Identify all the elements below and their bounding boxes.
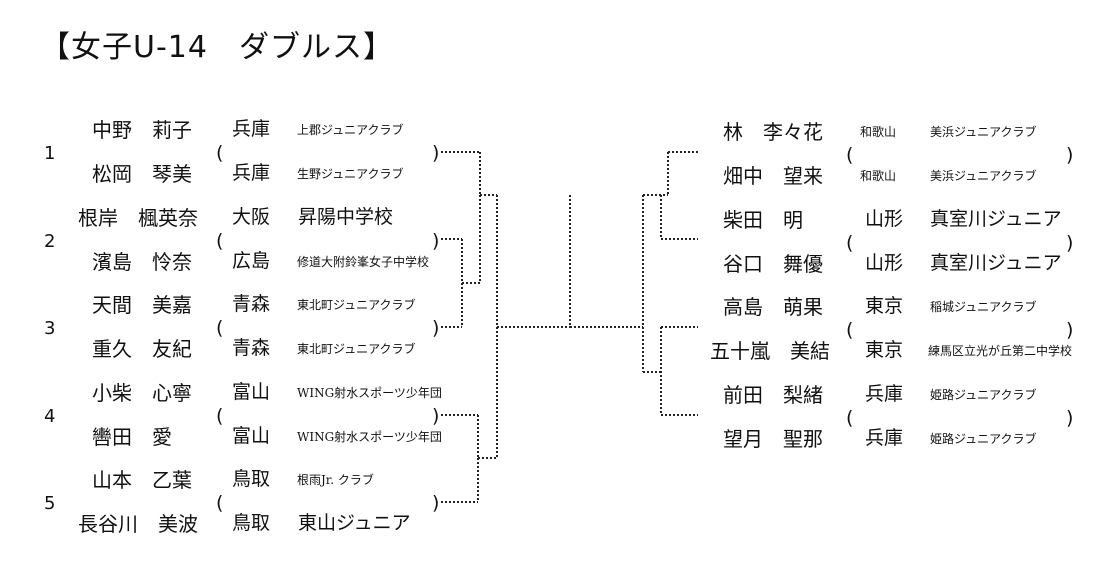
paren-open: (	[846, 406, 854, 429]
paren-open: (	[216, 229, 224, 252]
paren-close: )	[432, 404, 440, 427]
player-name: 五十嵐 美結	[710, 339, 830, 363]
player-prefecture: 東京	[865, 339, 904, 361]
player-name: 中野 莉子	[92, 118, 192, 142]
seed-number: 3	[44, 318, 56, 339]
player-prefecture: 富山	[232, 424, 271, 447]
player-prefecture: 鳥取	[232, 512, 271, 534]
player-prefecture: 兵庫	[865, 382, 904, 405]
player-club: 姫路ジュニアクラブ	[930, 387, 1037, 402]
player-name: 小柴 心寧	[92, 380, 192, 405]
player-club: 昇陽中学校	[298, 205, 394, 228]
paren-open: (	[846, 231, 854, 254]
player-club: 東北町ジュニアクラブ	[297, 298, 416, 312]
player-name: 轡田 愛	[92, 424, 172, 449]
player-club: WING射水スポーツ少年団	[297, 429, 442, 444]
player-name: 望月 聖那	[723, 426, 823, 451]
paren-open: (	[216, 142, 224, 164]
player-club: 美浜ジュニアクラブ	[930, 125, 1037, 139]
player-club: WING射水スポーツ少年団	[297, 385, 442, 400]
page-title: 【女子U-14 ダブルス】	[40, 30, 394, 65]
player-name: 柴田 明	[723, 207, 803, 232]
player-prefecture: 広島	[232, 249, 271, 272]
player-name: 根岸 楓英奈	[78, 205, 198, 230]
player-name: 重久 友紀	[92, 337, 192, 361]
paren-open: (	[216, 404, 224, 427]
player-club: 東北町ジュニアクラブ	[297, 342, 416, 356]
paren-close: )	[432, 229, 440, 252]
player-name: 畑中 望来	[723, 164, 823, 188]
player-name: 松岡 琴美	[92, 162, 192, 186]
player-prefecture: 和歌山	[860, 125, 897, 139]
player-prefecture: 大阪	[232, 205, 271, 228]
player-club: 生野ジュニアクラブ	[297, 167, 404, 181]
player-club: 真室川ジュニア	[930, 207, 1062, 230]
player-club: 根雨Jr. クラブ	[297, 473, 374, 487]
paren-close: )	[432, 142, 440, 164]
paren-open: (	[846, 144, 854, 166]
player-name: 山本 乙葉	[92, 468, 192, 492]
player-club: 上郡ジュニアクラブ	[297, 123, 404, 137]
player-name: 谷口 舞優	[723, 251, 823, 276]
player-club: 真室川ジュニア	[930, 251, 1062, 274]
paren-close: )	[432, 492, 440, 514]
player-club: 姫路ジュニアクラブ	[930, 431, 1037, 446]
seed-number: 5	[44, 493, 56, 514]
player-prefecture: 富山	[232, 380, 271, 403]
seed-number: 4	[44, 405, 56, 427]
seed-number: 2	[44, 230, 56, 252]
player-prefecture: 兵庫	[232, 162, 271, 184]
player-prefecture: 和歌山	[860, 169, 897, 183]
player-prefecture: 山形	[865, 251, 904, 274]
paren-close: )	[1066, 144, 1074, 166]
paren-close: )	[1066, 319, 1074, 341]
player-name: 林 李々花	[723, 120, 823, 144]
player-prefecture: 東京	[865, 295, 904, 317]
player-prefecture: 青森	[232, 293, 271, 315]
player-name: 長谷川 美波	[78, 512, 198, 536]
paren-open: (	[216, 492, 224, 514]
player-prefecture: 青森	[232, 337, 271, 359]
player-name: 天間 美嘉	[92, 293, 192, 317]
player-name: 高島 萌果	[723, 295, 823, 319]
paren-close: )	[432, 317, 440, 339]
player-prefecture: 兵庫	[232, 118, 271, 140]
player-name: 濱島 怜奈	[92, 249, 192, 274]
player-club: 修道大附鈴峯女子中学校	[297, 254, 430, 269]
paren-open: (	[216, 317, 224, 339]
player-prefecture: 兵庫	[865, 426, 904, 449]
player-club: 練馬区立光が丘第二中学校	[928, 344, 1073, 358]
player-prefecture: 山形	[865, 207, 904, 230]
seed-number: 1	[44, 143, 56, 164]
player-club: 東山ジュニア	[298, 512, 411, 534]
paren-open: (	[846, 319, 854, 341]
paren-close: )	[1066, 406, 1074, 429]
player-club: 美浜ジュニアクラブ	[930, 169, 1037, 183]
player-name: 前田 梨緒	[723, 382, 823, 407]
player-club: 稲城ジュニアクラブ	[930, 300, 1037, 314]
player-prefecture: 鳥取	[232, 468, 271, 490]
paren-close: )	[1066, 231, 1074, 254]
